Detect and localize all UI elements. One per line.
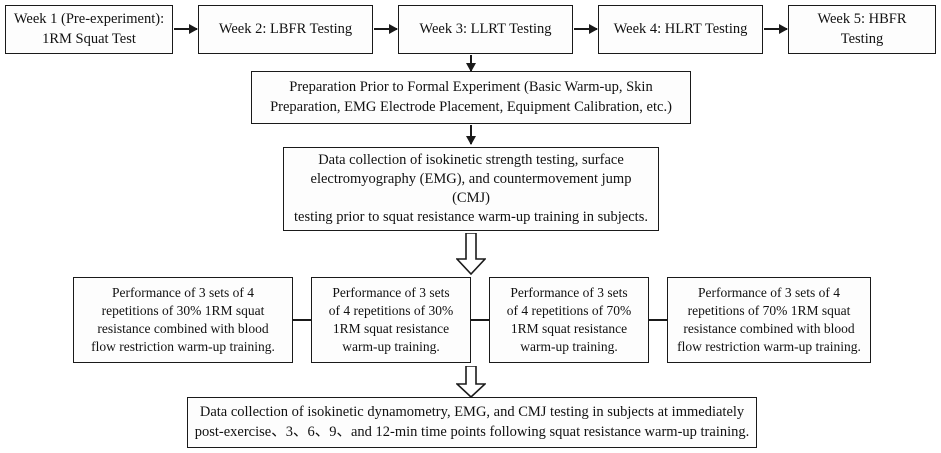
node-week3: Week 3: LLRT Testing — [398, 5, 573, 54]
arrow-week3-to-preparation — [470, 55, 472, 71]
node-week2-label: Week 2: LBFR Testing — [218, 20, 353, 37]
node-week4: Week 4: HLRT Testing — [598, 5, 763, 54]
joiner-lbfr-to-llrt — [292, 319, 312, 321]
block-arrow-protocols-to-posttest — [456, 366, 486, 398]
node-week5-label: Week 5: HBFR Testing — [817, 11, 907, 47]
node-protocol-lbfr: Performance of 3 sets of 4 repetitions o… — [73, 277, 293, 363]
node-week5: Week 5: HBFR Testing — [788, 5, 936, 54]
arrow-week2-to-week3 — [374, 28, 397, 30]
arrow-week1-to-week2 — [174, 28, 197, 30]
arrow-week3-to-week4 — [574, 28, 597, 30]
node-week2: Week 2: LBFR Testing — [198, 5, 373, 54]
node-protocol-llrt-label: Performance of 3 sets of 4 repetitions o… — [328, 285, 454, 354]
joiner-llrt-to-hlrt — [470, 319, 490, 321]
node-preparation: Preparation Prior to Formal Experiment (… — [251, 71, 691, 124]
node-posttest-data-collection: Data collection of isokinetic dynamometr… — [187, 397, 757, 448]
node-protocol-hlrt: Performance of 3 sets of 4 repetitions o… — [489, 277, 649, 363]
block-arrow-pretest-to-protocols — [456, 233, 486, 275]
node-protocol-hbfr: Performance of 3 sets of 4 repetitions o… — [667, 277, 871, 363]
arrow-preparation-to-pretest — [470, 125, 472, 144]
node-week1-label: Week 1 (Pre-experiment): 1RM Squat Test — [13, 11, 165, 47]
node-protocol-llrt: Performance of 3 sets of 4 repetitions o… — [311, 277, 471, 363]
node-protocol-hbfr-label: Performance of 3 sets of 4 repetitions o… — [677, 285, 861, 354]
arrow-week4-to-week5 — [764, 28, 787, 30]
node-pretest-data-collection: Data collection of isokinetic strength t… — [283, 147, 659, 231]
node-protocol-hlrt-label: Performance of 3 sets of 4 repetitions o… — [506, 285, 632, 354]
node-posttest-label: Data collection of isokinetic dynamometr… — [194, 404, 750, 440]
node-preparation-label: Preparation Prior to Formal Experiment (… — [270, 79, 672, 115]
node-week1: Week 1 (Pre-experiment): 1RM Squat Test — [5, 5, 173, 54]
node-week3-label: Week 3: LLRT Testing — [419, 20, 552, 37]
node-pretest-label: Data collection of isokinetic strength t… — [294, 151, 648, 226]
joiner-hlrt-to-hbfr — [648, 319, 668, 321]
node-week4-label: Week 4: HLRT Testing — [613, 20, 748, 37]
node-protocol-lbfr-label: Performance of 3 sets of 4 repetitions o… — [91, 285, 275, 354]
